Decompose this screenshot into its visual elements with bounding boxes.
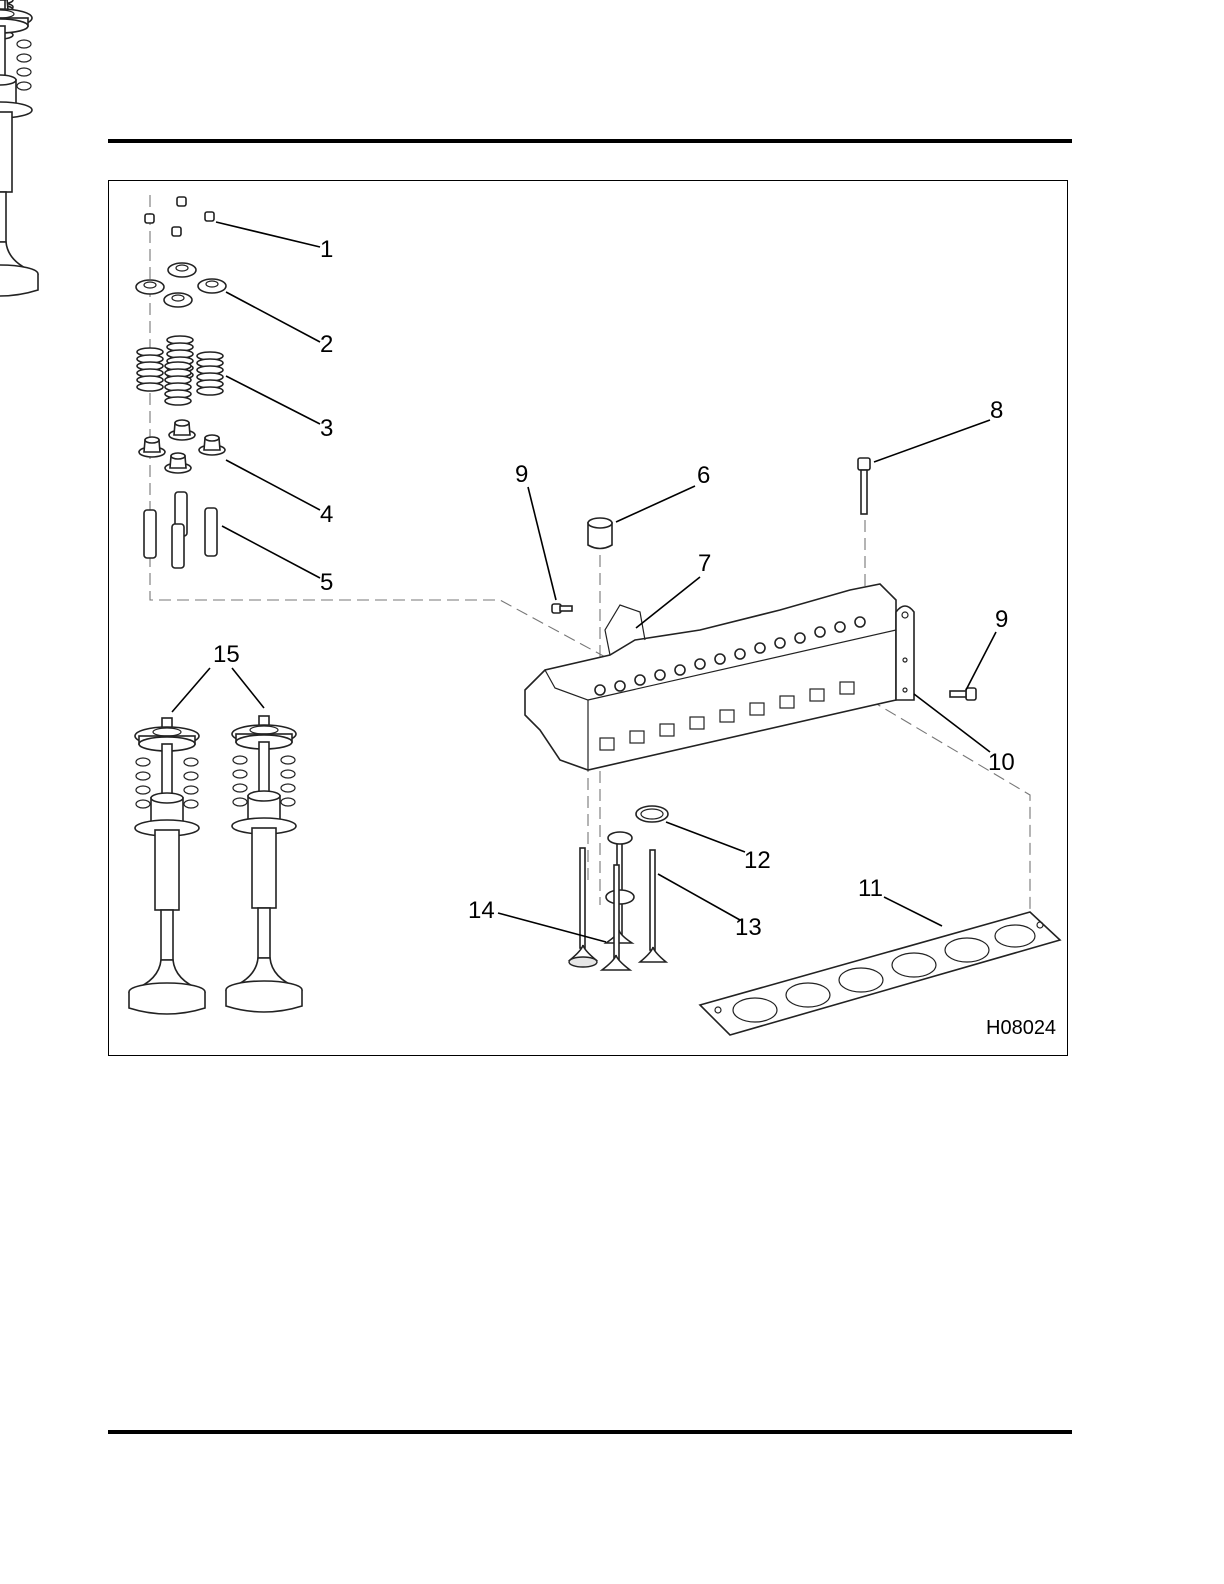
callout-1: 1 xyxy=(320,236,333,263)
part-valves xyxy=(569,832,666,970)
callout-2: 2 xyxy=(320,331,333,358)
callout-11: 11 xyxy=(858,875,883,902)
callout-15: 15 xyxy=(213,641,240,668)
callout-5: 5 xyxy=(320,569,333,596)
part-lifting-bracket xyxy=(896,606,914,700)
assembly-centerlines xyxy=(150,195,1030,915)
callout-4: 4 xyxy=(320,501,333,528)
part-short-bolt-left xyxy=(552,604,572,613)
part-cup-plug xyxy=(588,518,612,549)
callout-8: 8 xyxy=(990,397,1003,424)
part-valve-seat-ring xyxy=(636,806,668,822)
part-head-bolt xyxy=(858,458,870,514)
callout-6: 6 xyxy=(697,462,710,489)
part-valve-keepers xyxy=(145,197,214,236)
figure-id: H08024 xyxy=(986,1017,1056,1039)
part-cylinder-head xyxy=(525,584,896,770)
part-short-bolt-right xyxy=(950,688,976,700)
part-valve-assemblies xyxy=(0,0,302,1014)
callout-13: 13 xyxy=(735,914,762,941)
callout-7: 7 xyxy=(698,550,711,577)
part-valve-springs xyxy=(0,0,223,405)
callout-10: 10 xyxy=(988,749,1015,776)
callout-14: 14 xyxy=(468,897,495,924)
callout-12: 12 xyxy=(744,847,771,874)
callout-9-left: 9 xyxy=(515,461,528,488)
leader-lines xyxy=(172,222,996,942)
part-valve-guides xyxy=(144,492,217,568)
callout-3: 3 xyxy=(320,415,333,442)
callout-9-right: 9 xyxy=(995,606,1008,633)
